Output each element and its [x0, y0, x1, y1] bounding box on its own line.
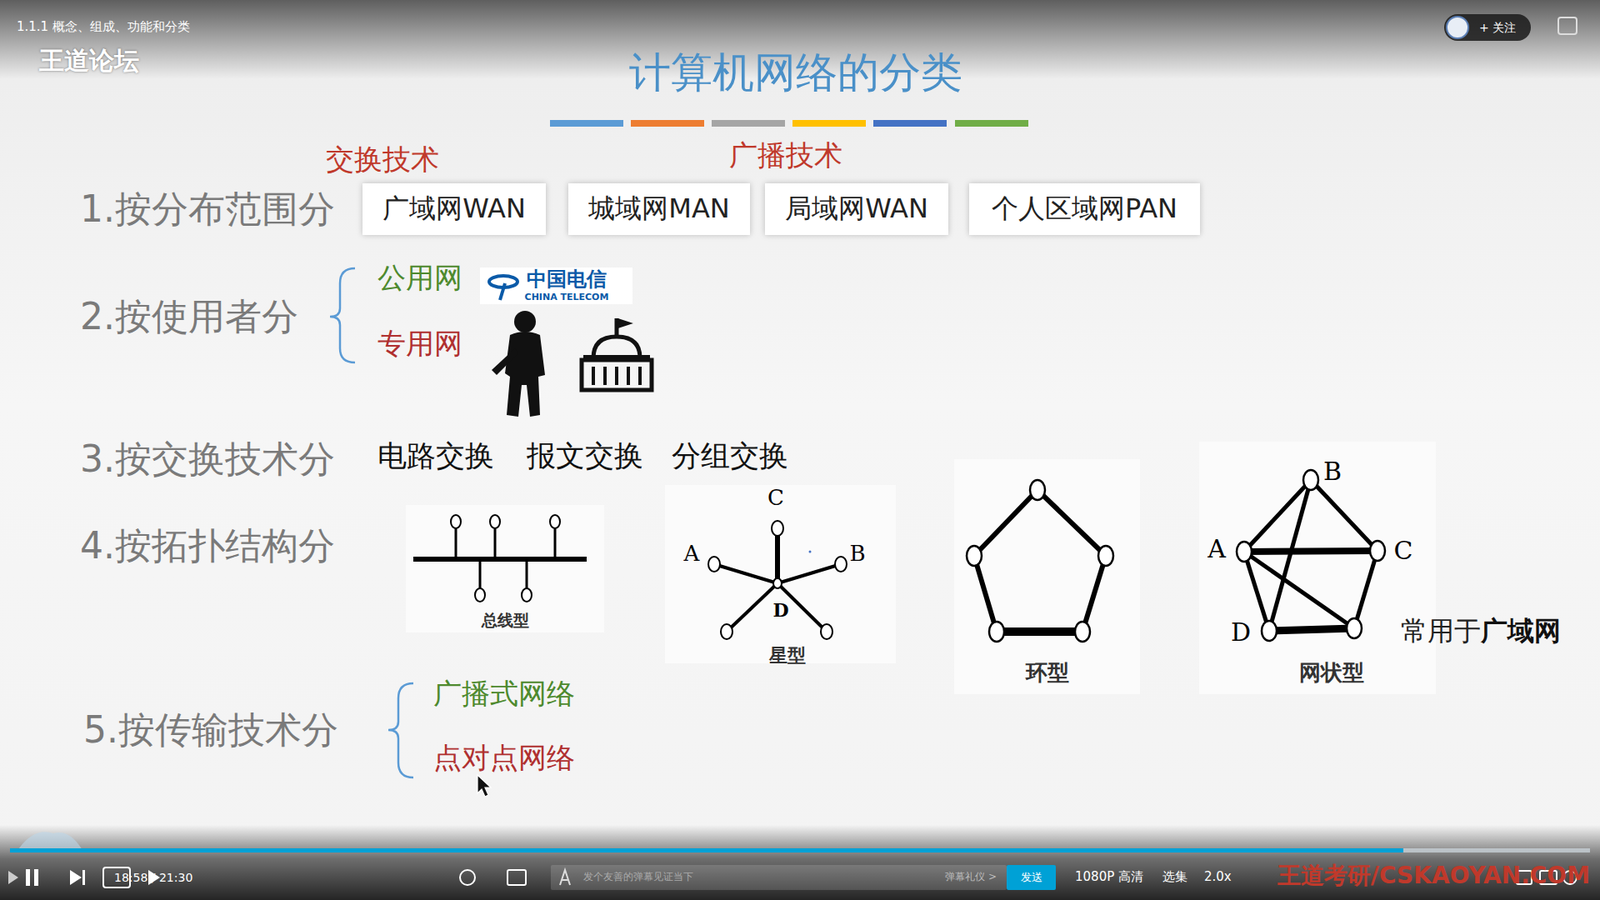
- panel: [405, 505, 605, 633]
- mesh-topology: [1236, 470, 1385, 641]
- help-icon: [1558, 17, 1577, 35]
- building-icon: [581, 318, 652, 390]
- item-label: 电路交换: [377, 439, 495, 473]
- slide-title: 计算机网络的分类: [629, 49, 963, 98]
- node-letter: D: [772, 600, 789, 621]
- episodes-button: 选集: [1162, 870, 1188, 885]
- logo-ground: [480, 267, 633, 305]
- watermark: 王道论坛: [39, 46, 140, 76]
- category-tag: 广播技术: [729, 139, 843, 172]
- item-label: 报文交换: [526, 439, 644, 473]
- time-display: 18:58 / 21:30: [114, 870, 193, 885]
- row-heading: 2.按使用者分: [80, 295, 299, 339]
- send-button: 发送: [1006, 865, 1056, 890]
- ring-topology: [966, 480, 1114, 642]
- watermark: 王道考研/CSKAOYAN.COM: [1277, 862, 1590, 890]
- node-letter: B: [849, 541, 865, 567]
- bottom-shade: [0, 825, 1600, 900]
- quality-button: 1080P 高清: [1075, 870, 1144, 885]
- item-label: 分组交换: [671, 439, 789, 473]
- range-box-text: 局域网WAN: [785, 190, 929, 228]
- figure-caption: 网状型: [1299, 660, 1365, 686]
- follow-pill: [1444, 14, 1531, 41]
- mouse-cursor: [477, 775, 491, 797]
- node-letter: C: [767, 485, 785, 511]
- speed-button: 2.0x: [1204, 870, 1232, 885]
- range-box: 城域网MAN: [568, 183, 750, 235]
- video-title: 1.1.1 概念、组成、功能和分类: [16, 20, 190, 35]
- soldier-icon: [491, 310, 545, 417]
- figure-caption: 星型: [769, 645, 806, 666]
- panel: [1199, 441, 1436, 695]
- row-heading: 3.按交换技术分: [80, 438, 335, 481]
- range-box: 个人区域网PAN: [969, 183, 1200, 235]
- node-letter: C: [1394, 536, 1414, 566]
- bracket: [388, 683, 414, 778]
- item-label: 公用网: [377, 261, 463, 295]
- item-label: 专用网: [377, 327, 463, 360]
- bracket: [330, 268, 355, 363]
- note-emphasis: 广域网: [1480, 615, 1561, 647]
- avatar: [1446, 16, 1469, 39]
- range-box-text: 广域网WAN: [382, 190, 526, 228]
- item-label: 点对点网络: [433, 741, 575, 775]
- progress-track: [10, 848, 1590, 853]
- range-box: 局域网WAN: [765, 183, 949, 235]
- progress-fill: [10, 848, 1404, 853]
- color-bars: [550, 120, 1029, 127]
- range-box: 广域网WAN: [362, 183, 546, 235]
- range-box-text: 个人区域网PAN: [991, 190, 1178, 228]
- note-text: 常用于: [1400, 615, 1481, 647]
- node-letter: A: [684, 541, 700, 567]
- telecom-swirl: [489, 275, 518, 300]
- danmaku-etiquette: 弹幕礼仪 >: [945, 871, 997, 884]
- follow-button-text: + 关注: [1479, 20, 1516, 35]
- range-box-text: 城域网MAN: [588, 190, 730, 228]
- node-letter: A: [1207, 535, 1226, 565]
- node-letter: B: [1323, 457, 1342, 487]
- node-letter: D: [1230, 618, 1251, 648]
- figure-caption: 环型: [1025, 660, 1070, 686]
- item-label: 广播式网络: [433, 677, 575, 710]
- star-topology: [708, 520, 847, 640]
- panel: [954, 459, 1140, 695]
- category-tag: 交换技术: [325, 143, 440, 176]
- send-button-text: 发送: [1020, 870, 1043, 885]
- danmaku-placeholder: 发个友善的弹幕见证当下: [583, 871, 694, 884]
- bus-topology: [413, 515, 587, 602]
- logo-text: CHINA TELECOM: [525, 292, 610, 304]
- row-heading: 5.按传输技术分: [83, 709, 339, 752]
- row-heading: 1.按分布范围分: [80, 188, 335, 231]
- panel: [665, 485, 896, 664]
- row-heading: 4.按拓扑结构分: [80, 525, 335, 568]
- logo-text: 中国电信: [526, 268, 607, 292]
- figure-caption: 总线型: [481, 611, 530, 630]
